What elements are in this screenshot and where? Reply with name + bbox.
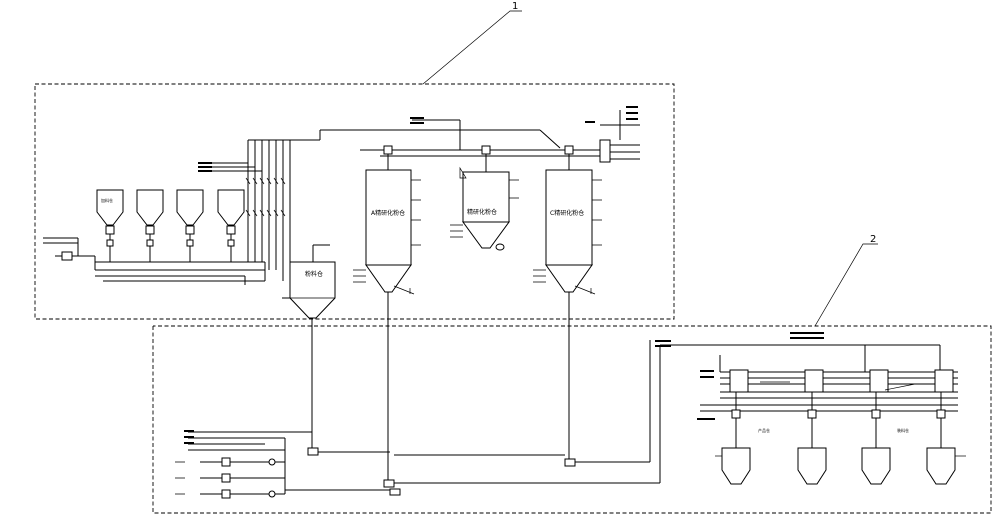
small-silo-label: 粉料仓 xyxy=(305,270,323,278)
silo-b: 精研化粉仓 xyxy=(450,150,519,251)
callout-2: 2 xyxy=(814,234,878,327)
feed-piping xyxy=(43,129,561,285)
feed-hopper-2 xyxy=(136,189,164,262)
silo-b-label: 精研化粉仓 xyxy=(467,208,497,216)
silo-c-label: C精研化粉仓 xyxy=(550,209,584,217)
area-2-boundary xyxy=(152,325,992,514)
product-bin-label: 产品仓 xyxy=(758,427,770,433)
top-transfer-header xyxy=(360,106,640,179)
callout-1-number: 1 xyxy=(512,1,518,12)
feed-hopper-3 xyxy=(176,189,204,262)
callout-2-number: 2 xyxy=(870,234,876,245)
product-bin-4 xyxy=(926,447,966,485)
product-bin-1: 产品仓 xyxy=(715,427,770,485)
silo-a: A精研化粉仓 xyxy=(353,150,421,482)
silo-c: C精研化粉仓 xyxy=(533,150,602,460)
silo-a-label: A精研化粉仓 xyxy=(371,209,405,217)
feed-hopper-1: 加料仓 xyxy=(96,189,124,262)
distribution-header xyxy=(655,332,958,448)
area-2-left-manifold xyxy=(175,430,312,499)
callout-1: 1 xyxy=(422,1,522,85)
product-bin-3: 装料仓 xyxy=(861,427,909,485)
loading-bin-label: 装料仓 xyxy=(897,427,909,433)
conveying-lines xyxy=(285,340,715,496)
area-1-boundary xyxy=(34,83,675,320)
product-bin-2 xyxy=(797,447,827,485)
feed-hopper-label: 加料仓 xyxy=(101,197,113,203)
feed-hopper-4 xyxy=(217,189,245,262)
small-powder-silo: 粉料仓 xyxy=(282,244,336,448)
